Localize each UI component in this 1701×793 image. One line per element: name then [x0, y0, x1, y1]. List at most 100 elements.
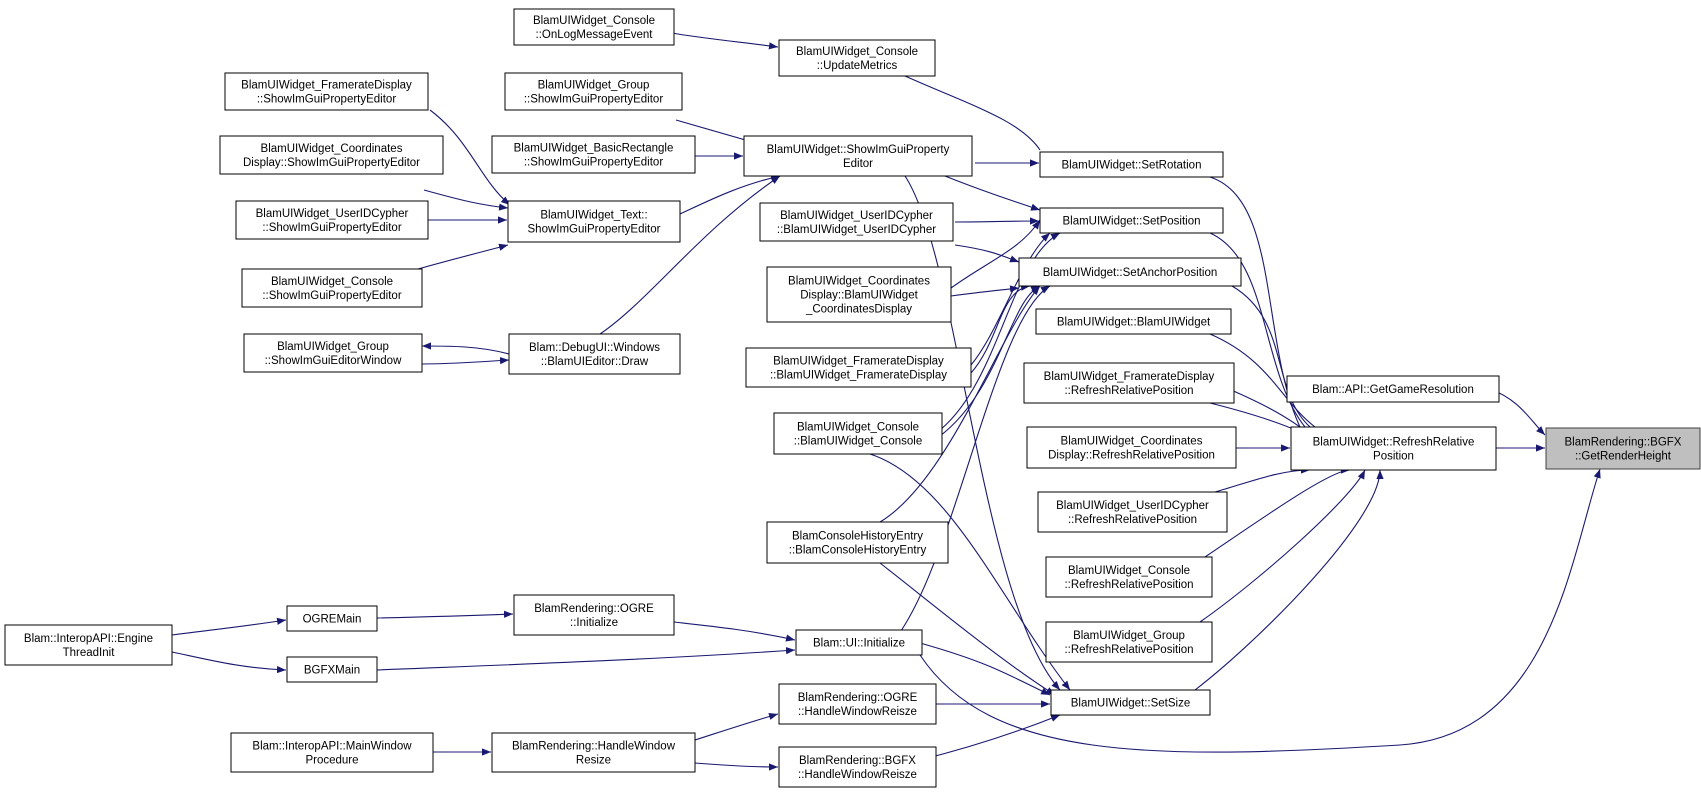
node-box [743, 135, 973, 177]
node-text-showimgui[interactable]: BlamUIWidget_Text::ShowImGuiPropertyEdit… [507, 200, 681, 243]
node-ogremain[interactable]: OGREMain [286, 605, 378, 632]
node-label-line: ::GetRenderHeight [1575, 451, 1672, 463]
call-edge [671, 32, 779, 50]
node-box [491, 135, 696, 174]
call-edge [376, 647, 796, 671]
node-box [1037, 491, 1228, 533]
node-setposition[interactable]: BlamUIWidget::SetPosition [1039, 207, 1224, 234]
node-box [778, 683, 937, 725]
node-box [1045, 556, 1213, 598]
node-box [286, 605, 378, 632]
node-label-line: ::ShowImGuiPropertyEditor [262, 290, 402, 302]
node-console-updatemetrics[interactable]: BlamUIWidget_Console::UpdateMetrics [778, 39, 936, 77]
node-widget-showimgui[interactable]: BlamUIWidget::ShowImGuiPropertyEditor [743, 135, 973, 177]
node-bgfx-getrenderheight[interactable]: BlamRendering::BGFX::GetRenderHeight [1545, 427, 1701, 470]
call-edge [954, 217, 1040, 225]
node-framerate-ctor[interactable]: BlamUIWidget_FramerateDisplay::BlamUIWid… [745, 347, 972, 388]
node-box [241, 268, 423, 308]
node-framerate-refresh[interactable]: BlamUIWidget_FramerateDisplay::RefreshRe… [1023, 362, 1235, 404]
node-bgfx-handleresize[interactable]: BlamRendering::BGFX::HandleWindowReisze [778, 746, 937, 788]
node-debugui-draw[interactable]: Blam::DebugUI::Windows::BlamUIEditor::Dr… [508, 333, 681, 375]
node-useridcypher-showimgui[interactable]: BlamUIWidget_UserIDCypher::ShowImGuiProp… [235, 200, 429, 240]
node-setrotation[interactable]: BlamUIWidget::SetRotation [1039, 151, 1224, 178]
node-box [513, 8, 675, 46]
call-edge [679, 174, 781, 215]
node-label-line: ::BlamUIWidget_Console [794, 436, 922, 448]
node-history-ctor[interactable]: BlamConsoleHistoryEntry::BlamConsoleHist… [766, 521, 949, 564]
node-box [491, 732, 696, 773]
node-console-ctor[interactable]: BlamUIWidget_Console::BlamUIWidget_Conso… [773, 412, 943, 455]
node-console-onlog[interactable]: BlamUIWidget_Console::OnLogMessageEvent [513, 8, 675, 46]
node-label-line: BlamUIWidget_UserIDCypher [780, 210, 933, 222]
node-label-line: Blam::UI::Initialize [813, 638, 905, 650]
node-label-line: BlamUIWidget_Group [1073, 630, 1185, 642]
node-group-refresh[interactable]: BlamUIWidget_Group::RefreshRelativePosit… [1045, 621, 1213, 663]
node-widget-refresh[interactable]: BlamUIWidget::RefreshRelativePosition [1290, 426, 1497, 471]
call-edge [970, 232, 1051, 366]
call-edge [1199, 469, 1366, 623]
node-console-refresh[interactable]: BlamUIWidget_Console::RefreshRelativePos… [1045, 556, 1213, 598]
node-label-line: BlamUIWidget_Console [797, 422, 919, 434]
node-label-line: BlamUIWidget::SetSize [1071, 698, 1191, 710]
node-box [243, 333, 423, 373]
node-useridcypher-ctor[interactable]: BlamUIWidget_UserIDCypher::BlamUIWidget_… [759, 202, 954, 242]
node-label-line: BGFXMain [304, 665, 360, 677]
call-edge [879, 285, 1051, 656]
node-box [1039, 207, 1224, 234]
call-edge [421, 357, 510, 365]
node-label-line: BlamUIWidget_Coordinates [261, 143, 403, 155]
node-box [778, 746, 937, 788]
node-label-line: ::ShowImGuiEditorWindow [265, 355, 402, 367]
call-edge [694, 713, 779, 741]
node-widget-ctor[interactable]: BlamUIWidget::BlamUIWidget [1035, 308, 1232, 335]
call-edge [1209, 232, 1306, 428]
node-console-showimgui[interactable]: BlamUIWidget_Console::ShowImGuiPropertyE… [241, 268, 423, 308]
call-edge [919, 642, 1051, 696]
call-edge [869, 453, 1071, 691]
node-bgfxmain[interactable]: BGFXMain [286, 656, 378, 683]
node-label-line: BlamUIWidget_Group [277, 341, 389, 353]
node-coords-ctor[interactable]: BlamUIWidget_CoordinatesDisplay::BlamUIW… [766, 266, 952, 323]
call-edge [694, 762, 779, 771]
node-ui-initialize[interactable]: Blam::UI::Initialize [795, 629, 923, 656]
node-group-showimgui[interactable]: BlamUIWidget_Group::ShowImGuiPropertyEdi… [504, 72, 683, 111]
node-box [224, 72, 429, 111]
call-edge [950, 285, 1020, 297]
node-box [773, 412, 943, 455]
node-label-line: Procedure [305, 755, 358, 767]
node-box [507, 200, 681, 243]
node-label-line: BlamUIWidget::RefreshRelative [1313, 437, 1475, 449]
node-box [286, 656, 378, 683]
node-ogre-handleresize[interactable]: BlamRendering::OGRE::HandleWindowReisze [778, 683, 937, 725]
node-label-line: BlamUIWidget::SetAnchorPosition [1043, 267, 1218, 279]
node-label-line: BlamRendering::HandleWindow [512, 741, 676, 753]
node-box [513, 594, 675, 636]
node-label-line: Display::RefreshRelativePosition [1048, 450, 1215, 462]
node-ogre-initialize[interactable]: BlamRendering::OGRE::Initialize [513, 594, 675, 636]
node-label-line: Blam::DebugUI::Windows [529, 342, 660, 354]
node-label-line: BlamRendering::BGFX [1565, 437, 1682, 449]
node-setanchorposition[interactable]: BlamUIWidget::SetAnchorPosition [1018, 257, 1242, 287]
node-label-line: ::ShowImGuiPropertyEditor [524, 157, 664, 169]
node-useridcypher-refresh[interactable]: BlamUIWidget_UserIDCypher::RefreshRelati… [1037, 491, 1228, 533]
call-edge [944, 175, 1041, 211]
node-setsize[interactable]: BlamUIWidget::SetSize [1050, 689, 1211, 716]
node-label-line: Blam::API::GetGameResolution [1312, 384, 1474, 396]
call-edge [429, 109, 511, 206]
node-label-line: BlamUIWidget_Console [1068, 565, 1190, 577]
node-framerate-showimgui[interactable]: BlamUIWidget_FramerateDisplay::ShowImGui… [224, 72, 429, 111]
node-coords-showimgui[interactable]: BlamUIWidget_CoordinatesDisplay::ShowImG… [219, 135, 444, 175]
node-box [508, 333, 681, 375]
node-group-showeditor[interactable]: BlamUIWidget_Group::ShowImGuiEditorWindo… [243, 333, 423, 373]
node-box [766, 521, 949, 564]
node-coords-refresh[interactable]: BlamUIWidget_CoordinatesDisplay::Refresh… [1026, 426, 1237, 469]
node-box [1545, 427, 1701, 470]
call-edges [171, 32, 1601, 771]
node-label-line: ::BlamUIWidget_UserIDCypher [777, 224, 936, 236]
call-edge [421, 342, 510, 355]
node-basicrect-showimgui[interactable]: BlamUIWidget_BasicRectangle::ShowImGuiPr… [491, 135, 696, 174]
node-getgameresolution[interactable]: Blam::API::GetGameResolution [1286, 375, 1500, 403]
